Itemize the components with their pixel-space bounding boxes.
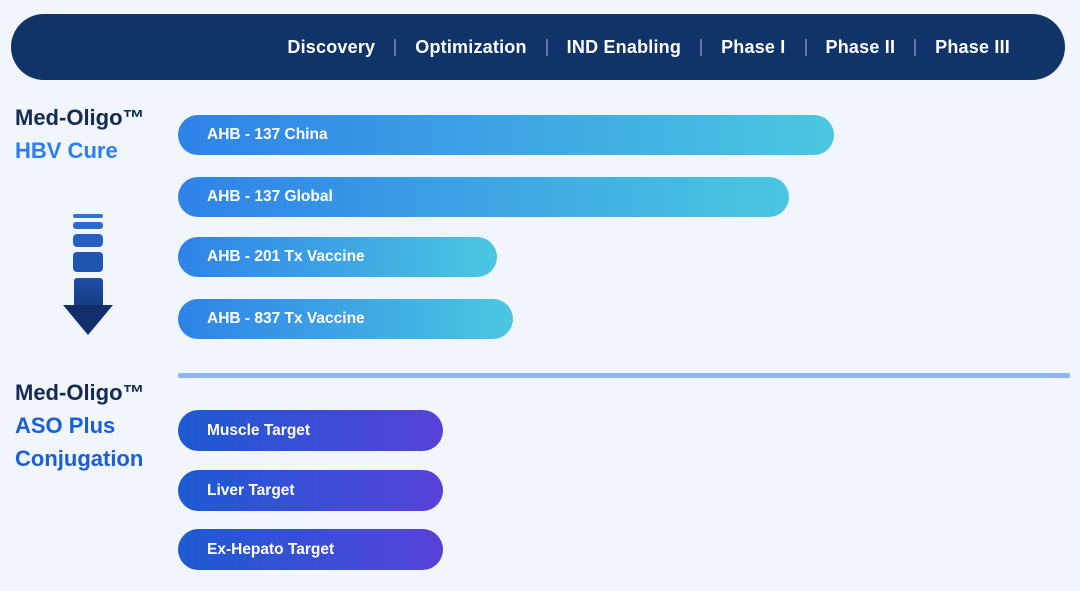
section1-title-brand: Med-Oligo™ xyxy=(15,105,145,130)
bar-label: AHB - 201 Tx Vaccine xyxy=(207,248,365,265)
pipeline-bar-ex-hepato-target: Ex-Hepato Target xyxy=(178,529,443,570)
bar-label: AHB - 837 Tx Vaccine xyxy=(207,310,365,327)
section2-title: Med-Oligo™ ASO Plus Conjugation xyxy=(15,376,145,475)
phase-separator xyxy=(804,38,807,56)
arrow-segment xyxy=(73,222,103,229)
phase-separator xyxy=(394,38,397,56)
section1-title: Med-Oligo™ HBV Cure xyxy=(15,101,145,167)
phase-label-phase-2: Phase II xyxy=(825,36,896,57)
pipeline-bar-muscle-target: Muscle Target xyxy=(178,410,443,451)
bar-label: Liver Target xyxy=(207,481,295,499)
phase-label-optimization: Optimization xyxy=(415,36,527,57)
down-arrow-icon xyxy=(63,214,113,335)
phase-label-discovery: Discovery xyxy=(287,36,376,57)
bar-label: Muscle Target xyxy=(207,421,311,439)
arrow-head xyxy=(63,305,113,335)
phase-separator xyxy=(914,38,917,56)
section2-title-brand: Med-Oligo™ xyxy=(15,380,145,405)
phase-header-bar: Discovery Optimization IND Enabling Phas… xyxy=(11,14,1065,80)
bar-label: Ex-Hepato Target xyxy=(207,540,335,558)
section-divider xyxy=(178,373,1070,378)
arrow-segment xyxy=(73,214,103,218)
arrow-stem xyxy=(73,278,103,305)
arrow-segment xyxy=(73,252,103,272)
bar-label: AHB - 137 Global xyxy=(207,188,333,205)
arrow-segment xyxy=(73,234,103,247)
pipeline-bar-ahb-201-tx-vaccine: AHB - 201 Tx Vaccine xyxy=(178,237,497,277)
pipeline-bar-ahb-137-global: AHB - 137 Global xyxy=(178,177,789,217)
phase-label-phase-3: Phase III xyxy=(935,36,1010,57)
phase-label-ind-enabling: IND Enabling xyxy=(566,36,682,57)
pipeline-bar-ahb-837-tx-vaccine: AHB - 837 Tx Vaccine xyxy=(178,299,513,339)
section2-title-program1: ASO Plus xyxy=(15,413,116,438)
phase-label-phase-1: Phase I xyxy=(721,36,786,57)
pipeline-bar-liver-target: Liver Target xyxy=(178,470,443,511)
section2-title-program2: Conjugation xyxy=(15,446,144,471)
section1-title-program: HBV Cure xyxy=(15,138,118,163)
phase-separator xyxy=(700,38,703,56)
bar-label: AHB - 137 China xyxy=(207,126,328,143)
phase-separator xyxy=(545,38,548,56)
pipeline-bar-ahb-137-china: AHB - 137 China xyxy=(178,115,834,155)
